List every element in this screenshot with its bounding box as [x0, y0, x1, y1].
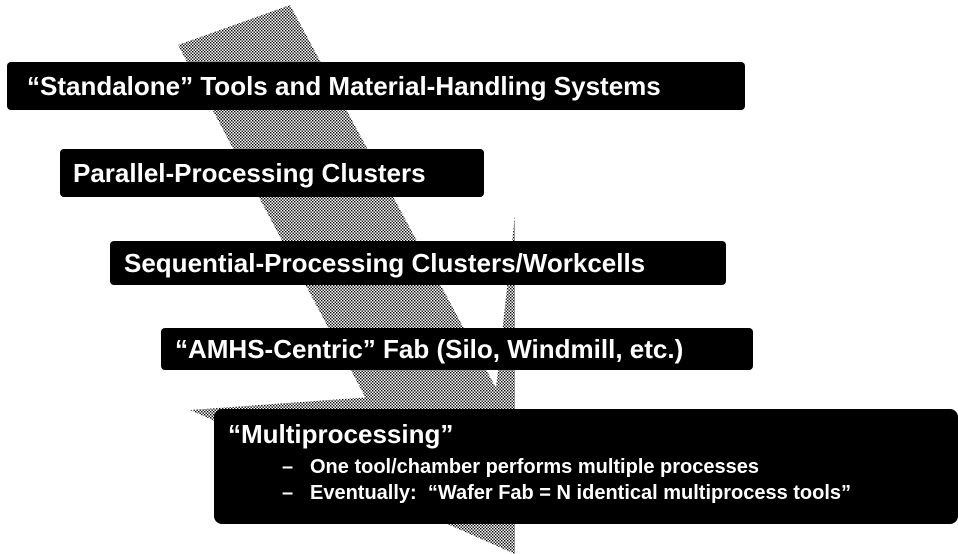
stage-label: Sequential-Processing Clusters/Workcells	[124, 248, 646, 278]
bullet-dash: –	[282, 456, 294, 478]
bullet-text: One tool/chamber performs multiple proce…	[310, 456, 760, 478]
bullet-item: – Eventually: “Wafer Fab = N identical m…	[282, 483, 958, 503]
stage-sequential-processing-clusters: Sequential-Processing Clusters/Workcells	[110, 241, 726, 285]
stage-parallel-processing-clusters: Parallel-Processing Clusters	[60, 149, 484, 197]
stage-amhs-centric-fab: “AMHS-Centric” Fab (Silo, Windmill, etc.…	[161, 328, 753, 370]
stage-label: “Multiprocessing”	[228, 419, 454, 449]
bullet-text: Eventually: “Wafer Fab = N identical mul…	[310, 482, 852, 504]
stage-label: Parallel-Processing Clusters	[73, 158, 426, 188]
stage-standalone-tools: “Standalone” Tools and Material-Handling…	[7, 62, 745, 110]
stage-multiprocessing: “Multiprocessing” – One tool/chamber per…	[214, 409, 958, 524]
stage-label: “AMHS-Centric” Fab (Silo, Windmill, etc.…	[175, 334, 684, 364]
bullet-dash: –	[282, 482, 294, 504]
stage-label: “Standalone” Tools and Material-Handling…	[27, 71, 661, 101]
bullet-item: – One tool/chamber performs multiple pro…	[282, 457, 958, 477]
